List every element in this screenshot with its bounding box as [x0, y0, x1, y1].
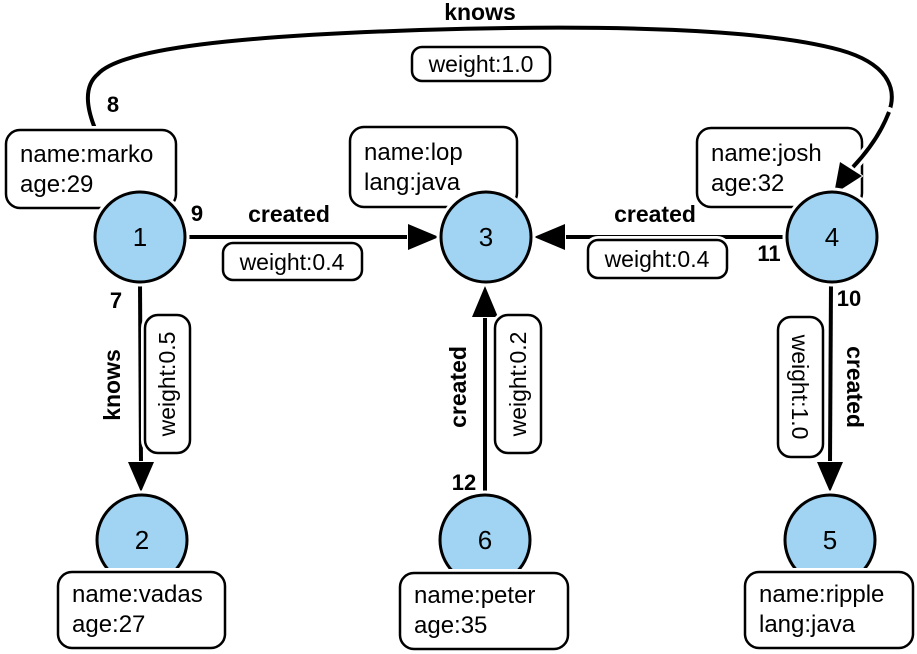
edge-10-weight-box: weight:1.0: [774, 313, 827, 461]
node-5: 5: [780, 490, 880, 590]
node-5-id: 5: [823, 525, 837, 555]
edge-10-line: [828, 282, 833, 465]
node-1-circle: [93, 190, 187, 284]
edge-12-id: 12: [452, 470, 476, 495]
edge-11-weight-box: weight:0.4: [584, 236, 731, 282]
edge-8-line: [86, 25, 894, 201]
edge-7-weight: weight:0.5: [154, 332, 180, 438]
weight-box: [493, 313, 543, 455]
edge-7-knows: [127, 278, 155, 493]
edge-10-id: 10: [837, 286, 861, 311]
node-6-id: 6: [478, 525, 492, 555]
node-2-prop-name: name:vadas: [72, 581, 203, 608]
edge-10-created: [816, 278, 844, 493]
edge-12-arrowhead-icon: [471, 285, 499, 318]
edge-8-arrow-tail: [833, 107, 894, 195]
edge-8-knows-curve: [83, 22, 897, 204]
weight-box: [586, 238, 729, 280]
edge-10-weight: weight:1.0: [787, 334, 813, 440]
edge-8-weight-box: weight:1.0: [408, 43, 554, 85]
edge-8-id: 8: [107, 92, 119, 117]
node-4-property-box: name:josh age:32: [693, 124, 866, 211]
edge-11-id: 11: [757, 241, 780, 266]
property-box: [398, 571, 570, 651]
edge-12-weight-box: weight:0.2: [491, 311, 545, 457]
edge-8-weight: weight:1.0: [428, 51, 534, 77]
weight-box: [410, 45, 552, 83]
node-5-property-box: name:ripple lang:java: [741, 568, 917, 652]
edge-9-label: created: [248, 201, 330, 227]
node-2-property-box: name:vadas age:27: [54, 568, 229, 652]
node-3-property-box: name:lop lang:java: [346, 123, 521, 211]
node-3-id: 3: [479, 222, 493, 252]
node-3-circle: [439, 190, 533, 284]
node-6: 6: [435, 490, 535, 590]
edge-9-id: 9: [191, 201, 203, 226]
weight-box: [143, 313, 192, 455]
edge-7-weight-box: weight:0.5: [141, 311, 194, 457]
node-1: 1: [90, 187, 190, 287]
node-1-prop-age: age:29: [20, 171, 93, 198]
node-6-property-box: name:peter age:35: [396, 569, 572, 653]
node-2-prop-age: age:27: [72, 611, 145, 638]
edge-11-label: created: [614, 201, 696, 227]
edge-9-created: [179, 223, 440, 251]
node-4-circle: [785, 190, 879, 284]
edge-7-id: 7: [110, 288, 122, 313]
edge-9-weight-box: weight:0.4: [219, 239, 366, 284]
node-6-prop-name: name:peter: [414, 582, 535, 609]
edge-11-weight: weight:0.4: [604, 246, 710, 272]
node-4-prop-age: age:32: [711, 170, 784, 197]
node-2-id: 2: [135, 525, 149, 555]
node-4: 4: [782, 187, 882, 287]
edge-7-label: knows: [99, 349, 125, 421]
edge-12-label: created: [445, 346, 471, 428]
edge-8-label: knows: [444, 0, 516, 25]
node-1-property-box: name:marko age:29: [2, 126, 180, 212]
node-2: 2: [92, 490, 192, 590]
weight-box: [221, 241, 364, 282]
node-1-prop-name: name:marko: [20, 141, 153, 168]
property-box: [743, 570, 915, 650]
edge-7-line: [138, 282, 143, 466]
node-4-prop-name: name:josh: [711, 140, 822, 167]
edge-9-weight: weight:0.4: [239, 249, 345, 275]
edge-10-label: created: [842, 346, 868, 428]
edge-12-created: [471, 285, 499, 498]
edge-8-tail-line: [851, 111, 891, 169]
property-box: [695, 126, 864, 209]
node-3: 3: [436, 187, 536, 287]
node-1-id: 1: [133, 222, 147, 252]
node-5-prop-name: name:ripple: [759, 581, 884, 608]
node-4-id: 4: [825, 222, 839, 252]
node-3-prop-lang: lang:java: [364, 169, 461, 196]
edge-11-arrowhead-icon: [533, 223, 566, 251]
weight-box: [776, 315, 825, 459]
property-box: [56, 570, 227, 650]
edge-8-arrowhead-icon: [833, 161, 863, 195]
property-box: [348, 125, 519, 209]
edge-7-arrowhead-icon: [127, 461, 155, 493]
node-5-prop-lang: lang:java: [759, 611, 856, 638]
edge-12-weight: weight:0.2: [505, 332, 531, 438]
node-6-prop-age: age:35: [414, 612, 487, 639]
node-3-prop-name: name:lop: [364, 139, 463, 166]
edge-9-arrowhead-icon: [407, 223, 440, 251]
edge-10-arrowhead-icon: [816, 461, 844, 493]
